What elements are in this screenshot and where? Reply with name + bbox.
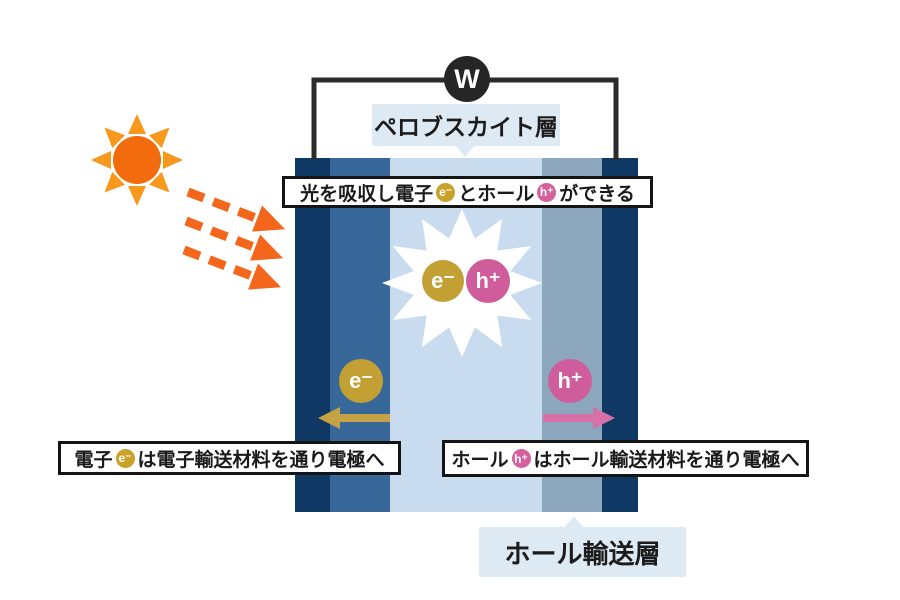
pointer-up-icon [564, 516, 584, 528]
electron-flow-arrow [318, 407, 390, 429]
electron-path-caption: 電子 e⁻ は電子輸送材料を通り電極へ [58, 441, 401, 475]
pointer-down-icon [455, 145, 475, 157]
electron-badge: e⁻ [436, 182, 456, 202]
hole-path-pre: ホール [451, 450, 509, 471]
perovskite-layer-label-text: ペロブスカイト層 [374, 114, 558, 140]
watt-meter: W [444, 56, 490, 102]
light-ray-arrow [184, 216, 284, 261]
hole-circle-moving: h⁺ [548, 359, 592, 403]
absorb-caption: 光を吸収し電子 e⁻ とホール h⁺ ができる [282, 176, 653, 208]
hole-circle: h⁺ [466, 259, 510, 303]
hole-badge: h⁺ [511, 449, 531, 468]
light-ray-arrow [186, 187, 286, 232]
light-ray-arrows [182, 187, 286, 290]
hole-path-post: はホール輸送材料を通り電極へ [533, 450, 800, 471]
sun-icon [91, 114, 183, 206]
watt-meter-label: W [454, 63, 480, 94]
electron-badge: e⁻ [115, 448, 135, 468]
perovskite-layer-label: ペロブスカイト層 [372, 104, 560, 157]
electron-path-post: は電子輸送材料を通り電極へ [137, 449, 385, 471]
absorb-caption-pre: 光を吸収し電子 [300, 183, 434, 205]
hole-transport-layer-label-text: ホール輸送層 [504, 538, 661, 569]
hole-badge: h⁺ [537, 182, 557, 202]
hole-path-caption: ホール h⁺ はホール輸送材料を通り電極へ [442, 440, 809, 477]
light-ray-arrow [182, 245, 282, 290]
electron-path-pre: 電子 [74, 449, 113, 471]
hole-flow-arrow [543, 407, 615, 429]
electron-circle-moving: e⁻ [339, 359, 383, 403]
hole-transport-layer-label: ホール輸送層 [479, 516, 686, 577]
electron-circle: e⁻ [422, 260, 464, 302]
absorb-caption-post: ができる [559, 183, 635, 205]
absorb-caption-mid: とホール [458, 183, 535, 205]
